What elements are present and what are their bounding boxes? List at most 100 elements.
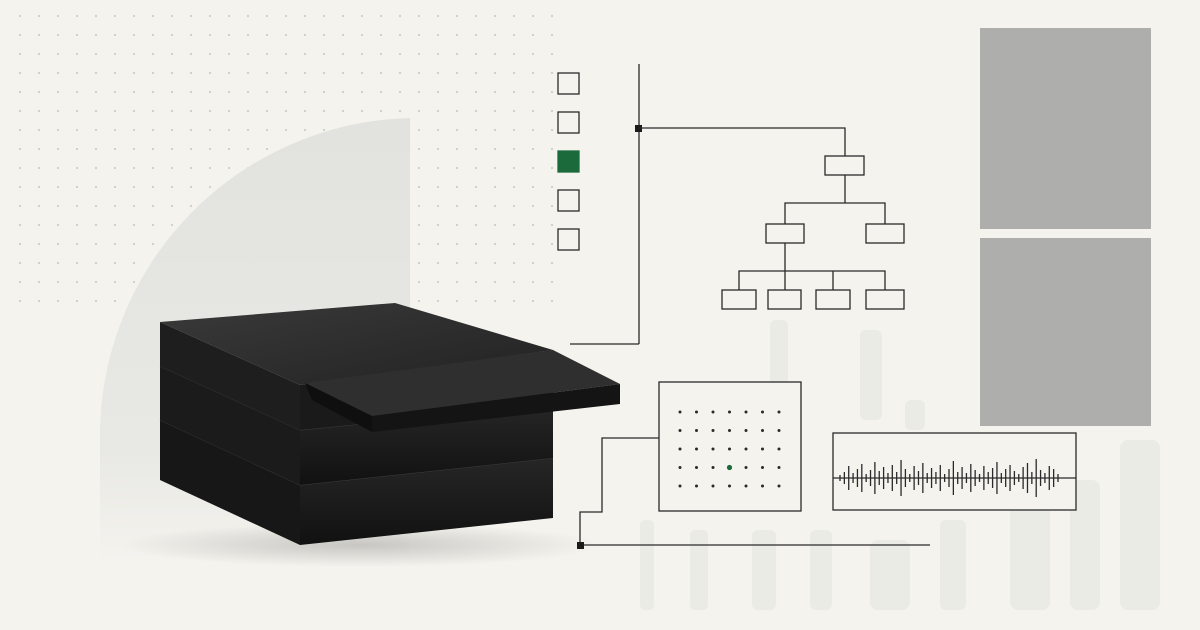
stacked-black-box: [159, 303, 620, 545]
background-dot: [551, 110, 553, 112]
background-dot: [456, 186, 458, 188]
background-dot: [285, 110, 287, 112]
background-dot: [513, 91, 515, 93]
background-dot: [494, 167, 496, 169]
background-dot: [152, 91, 154, 93]
background-dot: [475, 205, 477, 207]
dot-grid-dot: [695, 447, 698, 451]
dot-grid-dot: [678, 484, 682, 488]
background-dot: [171, 91, 173, 93]
background-dot: [418, 91, 420, 93]
drawer-lid-side: [305, 383, 372, 432]
background-dot: [551, 53, 553, 55]
background-dot: [228, 53, 230, 55]
dot-grid-dot: [711, 410, 715, 414]
background-dot: [494, 148, 496, 150]
background-dot: [114, 243, 116, 245]
background-dot: [38, 129, 40, 131]
checklist-square: [557, 72, 580, 95]
background-dot: [437, 243, 439, 245]
background-dot: [247, 34, 249, 36]
background-dot: [323, 34, 325, 36]
background-dot: [114, 110, 116, 112]
background-dot: [152, 243, 154, 245]
dot-grid-dot: [744, 447, 748, 451]
background-dot: [551, 148, 553, 150]
background-dot: [266, 72, 268, 74]
background-dot: [437, 205, 439, 207]
background-dot: [551, 243, 553, 245]
background-dot: [551, 262, 553, 264]
background-dot: [76, 53, 78, 55]
dot-grid-dot: [761, 410, 764, 414]
background-dot: [361, 91, 363, 93]
background-dot: [247, 72, 249, 74]
background-dot: [361, 53, 363, 55]
background-dot: [38, 205, 40, 207]
background-dot: [247, 15, 249, 17]
background-dot: [551, 129, 553, 131]
background-dot: [19, 262, 21, 264]
background-dot: [380, 91, 382, 93]
background-dot: [152, 72, 154, 74]
background-dot: [114, 167, 116, 169]
background-dot: [361, 15, 363, 17]
tree-diagram: [570, 64, 905, 345]
background-dot: [38, 167, 40, 169]
background-dot: [95, 34, 97, 36]
background-dot: [133, 15, 135, 17]
background-dot: [418, 205, 420, 207]
background-dot: [323, 110, 325, 112]
tree-node-l1-right: [865, 223, 905, 244]
background-dot: [399, 110, 401, 112]
background-dot: [228, 15, 230, 17]
dot-grid-dot: [728, 484, 731, 488]
dot-grid-dot: [678, 447, 682, 451]
background-dot: [76, 281, 78, 283]
background-dot: [494, 262, 496, 264]
background-dot: [532, 186, 534, 188]
background-dot: [57, 91, 59, 93]
background-dot: [38, 186, 40, 188]
background-dot: [437, 224, 439, 226]
background-dot: [342, 72, 344, 74]
background-dot: [418, 34, 420, 36]
background-dot: [494, 243, 496, 245]
dot-grid-dot: [744, 466, 748, 469]
background-dot: [266, 15, 268, 17]
background-dot: [76, 167, 78, 169]
background-dot: [228, 91, 230, 93]
background-dot: [19, 205, 21, 207]
background-dot: [57, 243, 59, 245]
background-dot: [532, 262, 534, 264]
background-dot: [513, 15, 515, 17]
background-dot: [171, 167, 173, 169]
background-dot: [209, 167, 211, 169]
dot-grid: [678, 410, 781, 488]
background-dot: [475, 34, 477, 36]
background-dot: [475, 53, 477, 55]
background-dot: [114, 53, 116, 55]
background-dot: [38, 148, 40, 150]
background-dot: [19, 110, 21, 112]
background-dot: [418, 281, 420, 283]
background-dot: [532, 91, 534, 93]
connector-to-dot-grid: [579, 437, 659, 545]
dot-grid-panel: [658, 381, 802, 512]
background-dot: [437, 148, 439, 150]
background-dot: [399, 53, 401, 55]
background-dot: [114, 205, 116, 207]
grey-panel-top: [980, 28, 1151, 229]
background-dot: [551, 91, 553, 93]
background-dot: [76, 34, 78, 36]
background-dot: [475, 91, 477, 93]
background-dot: [494, 34, 496, 36]
background-dot: [133, 34, 135, 36]
dot-grid-dot: [744, 429, 748, 432]
background-dot: [95, 281, 97, 283]
background-dot: [152, 53, 154, 55]
dot-grid-dot: [711, 447, 715, 451]
background-dot: [456, 53, 458, 55]
background-dot: [114, 262, 116, 264]
background-dot: [76, 148, 78, 150]
